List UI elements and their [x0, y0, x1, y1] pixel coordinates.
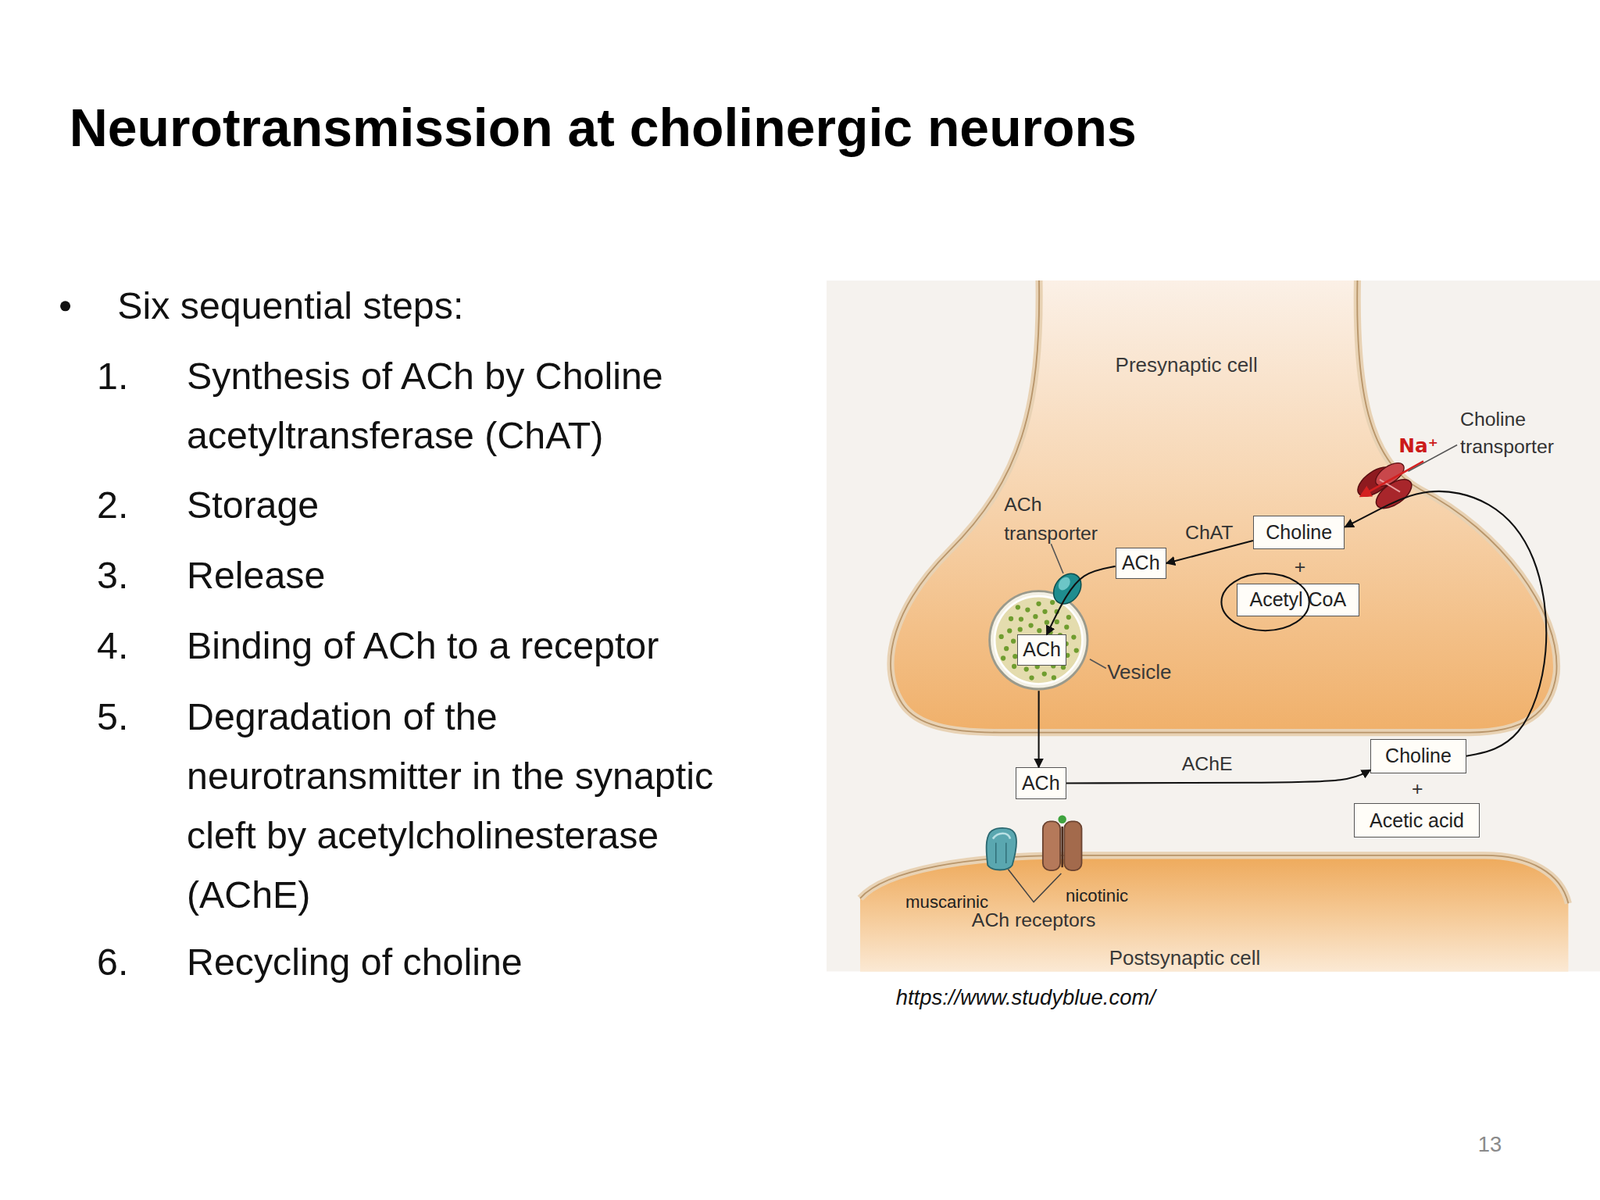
enzyme-label: ChAT [1185, 521, 1234, 545]
step-number: 1. [96, 346, 168, 407]
step-number: 4. [96, 616, 168, 676]
step-text: Binding of ACh to a receptor [186, 616, 774, 676]
molecule-box: ACh [1017, 634, 1067, 665]
step-number: 3. [96, 546, 168, 606]
molecule-name: Choline [1265, 522, 1333, 543]
receptor-label: ACh receptors [971, 908, 1097, 933]
source-url: https://www.studyblue.com/ [896, 983, 1325, 1013]
cell-label: Presynaptic cell [1115, 353, 1258, 378]
molecule-box: Choline [1370, 739, 1467, 774]
molecule-box: ACh [1015, 767, 1067, 799]
connector-arrow [1046, 566, 1116, 635]
slide-title: Neurotransmission at cholinergic neurons [69, 96, 1137, 161]
receptor-label: muscarinic [905, 891, 989, 913]
molecule-name: Acetic acid [1369, 810, 1465, 831]
molecule-name: ACh [1021, 773, 1061, 793]
cell-label: Vesicle [1107, 660, 1172, 685]
step-text: Degradation of the neurotransmitter in t… [186, 687, 774, 925]
step-text: Release [186, 546, 774, 606]
leader-line [1050, 543, 1064, 574]
list-heading: Six sequential steps: [117, 276, 771, 336]
bullet-dot [60, 300, 71, 311]
muscarinic-receptor-symbol [986, 828, 1018, 871]
plus-sign: + [1411, 777, 1423, 801]
molecule-box: Choline [1253, 515, 1346, 550]
plus-sign: + [1294, 555, 1306, 579]
nicotinic-receptor-symbol [1042, 815, 1083, 872]
step-text: Synthesis of ACh by Choline acetyltransf… [186, 346, 774, 466]
enzyme-label: AChE [1182, 752, 1233, 776]
step-number: 2. [96, 475, 168, 536]
vesicle-circle: VesicleACh [987, 589, 1090, 692]
connector-arrow [1344, 491, 1547, 757]
presynaptic-cell: Presynaptic cellCholineAcetyl CoAAChVesi… [875, 280, 1564, 737]
page-number: 13 [1478, 1132, 1502, 1158]
step-text: Recycling of choline [186, 932, 774, 993]
cell-label: Postsynaptic cell [1109, 946, 1261, 971]
receptor-label: nicotinic [1065, 885, 1129, 907]
postsynaptic-cell: Postsynaptic cell [860, 852, 1568, 972]
step-text: Storage [186, 475, 774, 536]
molecule-box: Acetyl CoA [1236, 583, 1360, 617]
choline-transporter-symbol [1353, 458, 1417, 515]
step-number: 5. [96, 687, 168, 747]
sodium-arrow [1360, 460, 1424, 496]
step-number: 6. [96, 932, 168, 993]
leader-line [1089, 659, 1107, 669]
molecule-name: Choline [1385, 746, 1452, 766]
connector-arrow [1038, 690, 1040, 768]
molecule-name: Acetyl CoA [1250, 589, 1347, 610]
part-label: Choline transporter [1460, 405, 1588, 461]
diagram-background [826, 280, 1600, 972]
connector-arrow [1166, 540, 1254, 564]
molecule-name: ACh [1121, 553, 1161, 573]
highlight-ellipse [1221, 573, 1309, 631]
molecule-name: ACh [1022, 639, 1061, 660]
part-label: ACh transporter [1003, 490, 1132, 548]
molecule-box: ACh [1115, 547, 1167, 579]
molecule-box: Acetic acid [1353, 803, 1480, 838]
presynaptic-cell-outline [875, 280, 1564, 737]
ach-transporter-symbol [1047, 568, 1087, 610]
ion-label: Na⁺ [1398, 434, 1439, 458]
leader-line [1007, 869, 1061, 903]
